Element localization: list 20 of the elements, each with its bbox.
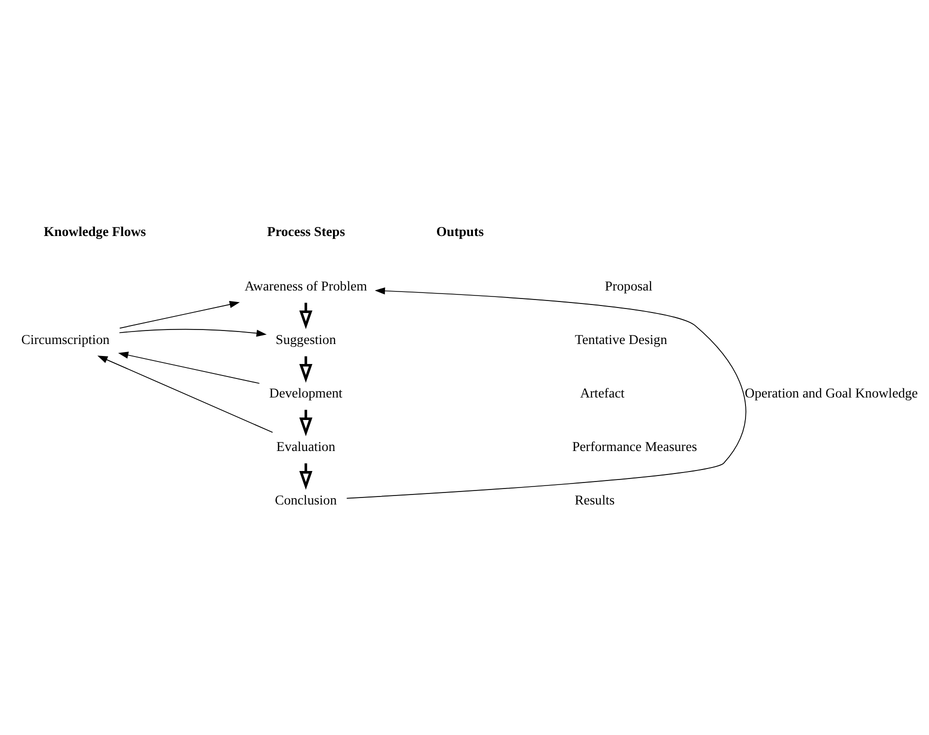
node-text: Conclusion [274, 492, 337, 508]
label: Artefact [580, 385, 625, 400]
arrow [346, 287, 746, 499]
node-text: Awareness of Problem [244, 278, 368, 294]
label: Process Steps [267, 224, 346, 240]
arrow [119, 300, 240, 329]
label: Results [574, 492, 615, 508]
label: Tentative Design [574, 332, 668, 347]
node-text: Evaluation [276, 439, 336, 454]
arrow [118, 328, 267, 337]
arrow [97, 356, 274, 433]
label: Proposal [604, 278, 652, 294]
node-text: Circumscription [21, 332, 110, 347]
node-text: Development [269, 385, 342, 400]
label: Performance Measures [572, 439, 698, 454]
node-text: Suggestion [276, 332, 336, 347]
label: Knowledge Flows [44, 224, 146, 240]
arrow [118, 352, 260, 384]
label: Outputs [436, 224, 484, 240]
edge-label: Operation and Goal Knowledge [744, 385, 918, 400]
